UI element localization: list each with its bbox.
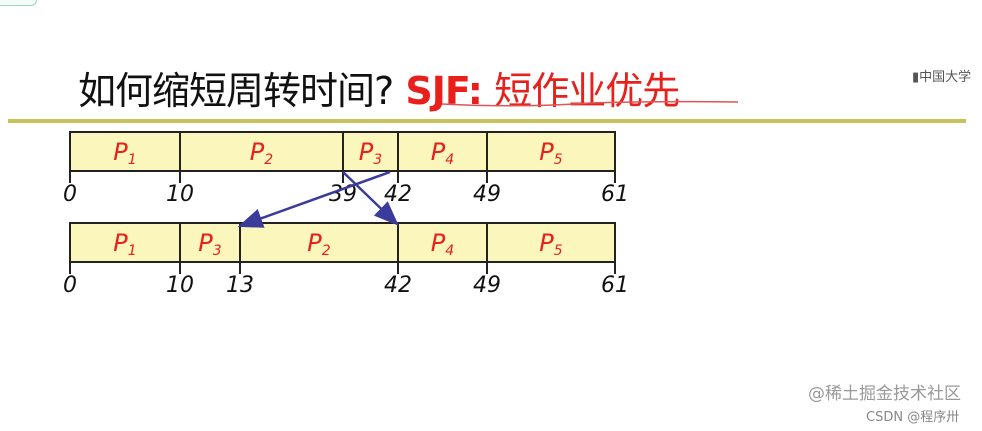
slide-title: 如何缩短周转时间? SJF: 短作业优先 — [78, 60, 680, 115]
handwritten-underline — [441, 100, 739, 107]
segment-label: P4 — [431, 229, 454, 259]
tick-label: 0 — [63, 273, 77, 298]
tick-label: 61 — [601, 273, 629, 298]
tick-label: 10 — [166, 273, 194, 298]
tick-label: 42 — [384, 273, 412, 298]
tick-label: 42 — [384, 182, 412, 207]
segment-label: P3 — [198, 229, 221, 259]
gantt-segment-p5 — [486, 131, 616, 172]
tick-label: 49 — [473, 273, 501, 298]
segment-label: P2 — [307, 229, 330, 259]
divider — [8, 119, 966, 123]
tick-label: 10 — [166, 182, 194, 207]
title-question: 如何缩短周转时间? — [78, 69, 394, 113]
tick-label: 0 — [63, 182, 77, 207]
segment-label: P1 — [113, 229, 136, 259]
tick-label: 13 — [226, 273, 254, 298]
gantt-segment-p1 — [69, 131, 181, 172]
gantt-segment-p5 — [486, 222, 616, 263]
segment-label: P1 — [113, 138, 136, 168]
gantt-segment-p4 — [397, 222, 488, 263]
segment-label: P3 — [359, 138, 382, 168]
segment-label: P2 — [250, 138, 273, 168]
watermark-csdn: CSDN @程序卅 — [866, 410, 960, 425]
watermark-juejin: @稀土掘金技术社区 — [808, 384, 961, 404]
arrow-p3-move — [237, 170, 391, 228]
segment-label: P5 — [539, 138, 562, 168]
segment-label: P4 — [431, 138, 454, 168]
arrow-p2-shift — [342, 171, 399, 226]
gantt-segment-p3 — [342, 131, 399, 172]
gantt-segment-p4 — [397, 131, 488, 172]
logo: ▮中国大学 — [912, 70, 972, 85]
tick-label: 61 — [601, 182, 629, 207]
segment-label: P5 — [539, 229, 562, 259]
tick-label: 49 — [473, 182, 501, 207]
